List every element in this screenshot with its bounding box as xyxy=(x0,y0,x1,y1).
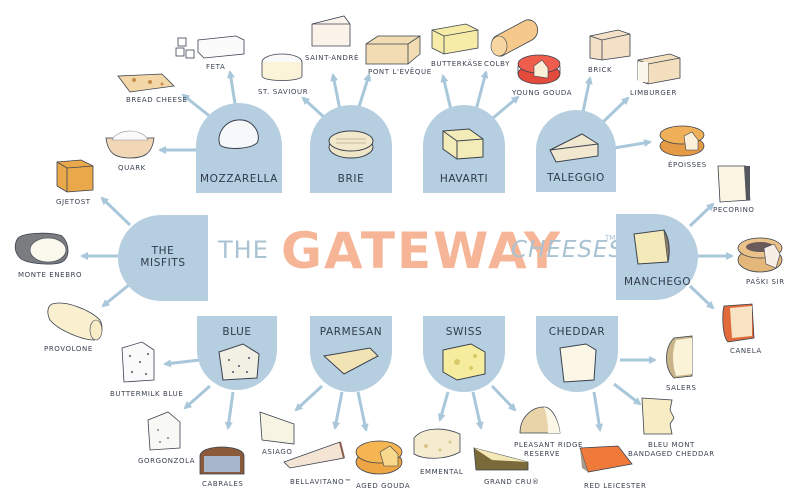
label-salers: SALERS xyxy=(666,384,697,392)
young-gouda-icon xyxy=(517,54,561,85)
hub-parmesan: PARMESAN xyxy=(310,316,392,392)
label-bread-cheese: BREAD CHEESE xyxy=(126,96,188,104)
parmesan-icon xyxy=(322,347,379,375)
label-bleu-mont-line1: BLEU MONT xyxy=(648,441,695,449)
pleasant-ridge-reserve-icon xyxy=(519,406,561,434)
emmental-icon xyxy=(413,428,461,459)
hub-swiss: SWISS xyxy=(423,316,505,392)
label-canela: CANELA xyxy=(730,347,762,355)
label-asiago: ASIAGO xyxy=(262,448,293,456)
label-grand-cru: GRAND CRU® xyxy=(484,478,540,486)
pecorino-icon xyxy=(717,165,751,203)
hub-label-parmesan: PARMESAN xyxy=(319,326,383,338)
label-paski-sir: PAŠKI SIR xyxy=(746,278,785,286)
hub-label-swiss: SWISS xyxy=(445,326,483,338)
hub-label-mozzarella: MOZZARELLA xyxy=(200,173,278,185)
bread-cheese-icon xyxy=(117,73,175,93)
label-provolone: PROVOLONE xyxy=(44,345,93,353)
red-leicester-icon xyxy=(579,445,633,473)
label-saint-andre: SAINT-ANDRÉ xyxy=(305,54,359,62)
label-cabrales: CABRALES xyxy=(202,480,244,488)
hub-brie: BRIE xyxy=(310,105,392,193)
swiss-cheese-icon xyxy=(442,343,486,381)
hub-label-havarti: HAVARTI xyxy=(439,173,489,185)
taleggio-icon xyxy=(549,133,599,163)
paski-sir-icon xyxy=(737,237,783,273)
label-bellavitano: BELLAVITANO™ xyxy=(290,478,352,486)
label-gorgonzola: GORGONZOLA xyxy=(138,457,196,465)
grand-cru-icon xyxy=(473,447,529,471)
hub-cheddar: CHEDDAR xyxy=(536,316,618,392)
hub-label-taleggio: TALEGGIO xyxy=(547,172,605,184)
monte-enebro-icon xyxy=(14,232,69,265)
hub-blue: BLUE xyxy=(197,316,277,390)
label-pleasant-ridge-line1: PLEASANT RIDGE xyxy=(514,441,583,449)
butterkase-icon xyxy=(431,23,479,55)
title-main: GATEWAY xyxy=(281,222,563,280)
gjetost-icon xyxy=(56,159,94,193)
mozzarella-icon xyxy=(218,119,259,149)
label-st-saviour: ST. SAVIOUR xyxy=(258,88,309,96)
label-feta: FETA xyxy=(206,63,226,71)
label-gjetost: GJETOST xyxy=(56,198,91,206)
label-pecorino: PECORINO xyxy=(713,206,755,214)
quark-icon xyxy=(105,130,155,159)
label-limburger: LIMBURGER xyxy=(630,89,677,97)
label-aged-gouda: AGED GOUDA xyxy=(356,482,411,490)
label-quark: QUARK xyxy=(118,164,146,172)
pont-leveque-icon xyxy=(365,35,421,65)
label-young-gouda: YOUNG GOUDA xyxy=(512,89,573,97)
hub-label-blue: BLUE xyxy=(222,326,252,338)
cabrales-icon xyxy=(199,446,245,475)
diagram-title: THE GATEWAY CHEESES TM xyxy=(213,222,623,282)
hub-mozzarella: MOZZARELLA xyxy=(196,103,282,193)
hub-label-misfits-line1: THE xyxy=(151,245,175,257)
cheddar-icon xyxy=(559,343,597,383)
hub-taleggio: TALEGGIO xyxy=(536,110,616,192)
label-monte-enebro: MONTE ENEBRO xyxy=(18,271,83,279)
limburger-icon xyxy=(637,53,681,85)
asiago-icon xyxy=(259,411,295,445)
colby-icon xyxy=(490,19,539,57)
label-pont-leveque: PONT L'ÉVÊQUE xyxy=(368,68,432,76)
hub-manchego: MANCHEGO xyxy=(616,214,698,300)
hub-label-misfits-line2: MISFITS xyxy=(140,257,186,269)
provolone-icon xyxy=(47,302,103,341)
buttermilk-blue-icon xyxy=(121,341,155,383)
label-brick: BRICK xyxy=(588,66,613,74)
label-epoisses: ÉPOISSES xyxy=(668,161,707,169)
label-butterkase: BUTTERKÄSE xyxy=(431,60,483,68)
saint-andre-icon xyxy=(311,15,351,47)
bellavitano-icon xyxy=(283,441,345,469)
label-buttermilk-blue: BUTTERMILK BLUE xyxy=(110,390,184,398)
havarti-icon xyxy=(442,128,484,160)
manchego-icon xyxy=(633,229,670,265)
label-emmental: EMMENTAL xyxy=(420,468,464,476)
title-prefix: THE xyxy=(218,236,269,264)
blue-cheese-icon xyxy=(218,343,260,381)
hub-havarti: HAVARTI xyxy=(423,105,505,193)
st-saviour-icon xyxy=(261,53,303,81)
epoisses-icon xyxy=(659,125,705,157)
hub-misfits: THE MISFITS xyxy=(118,215,208,301)
gorgonzola-icon xyxy=(147,411,181,451)
bleu-mont-bandaged-cheddar-icon xyxy=(641,397,675,435)
hub-label-manchego: MANCHEGO xyxy=(624,276,692,288)
aged-gouda-icon xyxy=(355,440,403,475)
label-bleu-mont-line2: BANDAGED CHEDDAR xyxy=(628,450,715,458)
label-pleasant-ridge-line2: RESERVE xyxy=(524,450,561,458)
feta-icon xyxy=(175,35,245,59)
hub-label-cheddar: CHEDDAR xyxy=(548,326,606,338)
salers-icon xyxy=(666,335,693,379)
label-red-leicester: RED LEICESTER xyxy=(584,482,647,490)
title-suffix: CHEESES xyxy=(511,237,625,263)
label-colby: COLBY xyxy=(484,60,510,68)
brie-icon xyxy=(328,130,374,159)
hub-label-brie: BRIE xyxy=(337,173,365,185)
brick-icon xyxy=(589,29,631,61)
title-trademark: TM xyxy=(605,234,616,242)
canela-icon xyxy=(722,303,755,343)
